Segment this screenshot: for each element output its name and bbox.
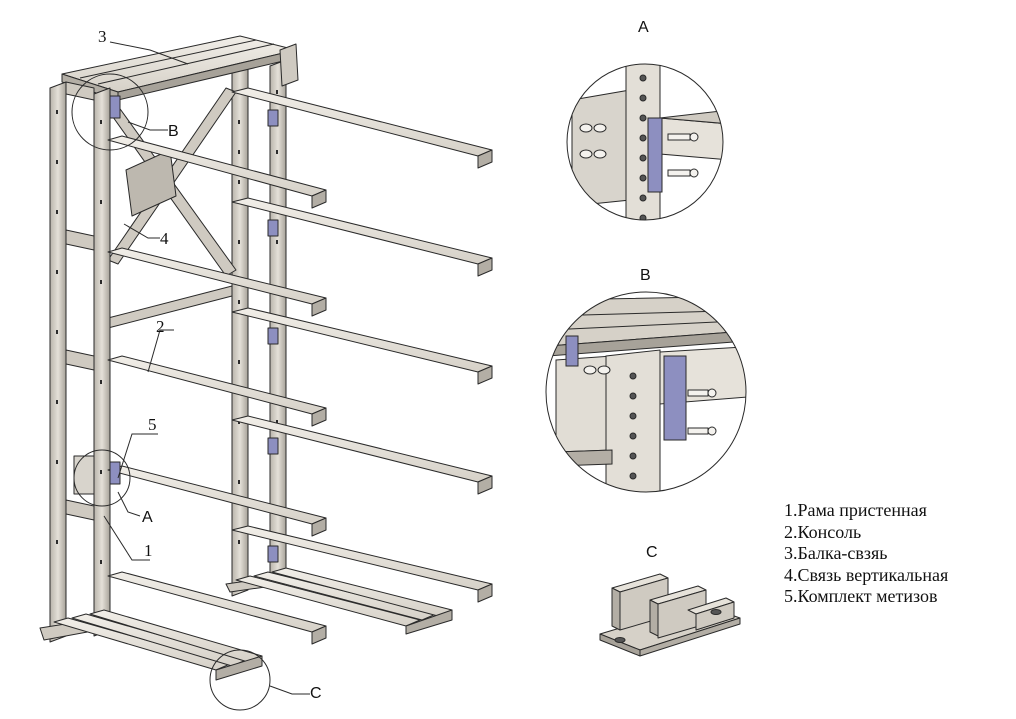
detail-c-title: C: [646, 544, 658, 561]
callout-letter-a: A: [142, 509, 153, 526]
front-frame: [39, 81, 121, 643]
callout-letter-c: C: [310, 685, 322, 702]
callout-circle-b: [71, 73, 149, 151]
front-base: [53, 609, 263, 681]
legend-item-bracing: 4.Связь вертикальная: [784, 564, 949, 585]
callout-letter-b: B: [168, 123, 179, 140]
callout-number-3: 3: [98, 27, 107, 46]
detail-a-title: A: [638, 19, 649, 36]
callout-number-1: 1: [144, 541, 153, 560]
callout-circle-a: [73, 449, 131, 507]
parts-legend: 1.Рама пристенная 2.Консоль 3.Балка-свзя…: [784, 500, 948, 608]
legend-item-console: 2.Консоль: [784, 521, 862, 542]
legend-item-bolt-set: 5.Комплект метизов: [784, 586, 938, 606]
callout-number-4: 4: [160, 229, 169, 248]
back-arms: [231, 87, 493, 603]
detail-b-title: B: [640, 267, 651, 284]
callout-number-2: 2: [156, 317, 165, 336]
legend-item-tie-beam: 3.Балка-свзяь: [784, 543, 888, 563]
detail-a: A: [566, 19, 724, 221]
leader-lines: [103, 41, 310, 695]
detail-c: C: [599, 544, 741, 657]
bolt-set-plate: [73, 455, 95, 495]
callout-number-5: 5: [148, 415, 157, 434]
back-base: [235, 567, 453, 635]
front-arms: [107, 95, 327, 645]
rack-main-view: [39, 35, 493, 681]
detail-b: B: [545, 267, 747, 493]
legend-item-frame: 1.Рама пристенная: [784, 500, 927, 520]
callout-circle-c: [209, 649, 271, 711]
